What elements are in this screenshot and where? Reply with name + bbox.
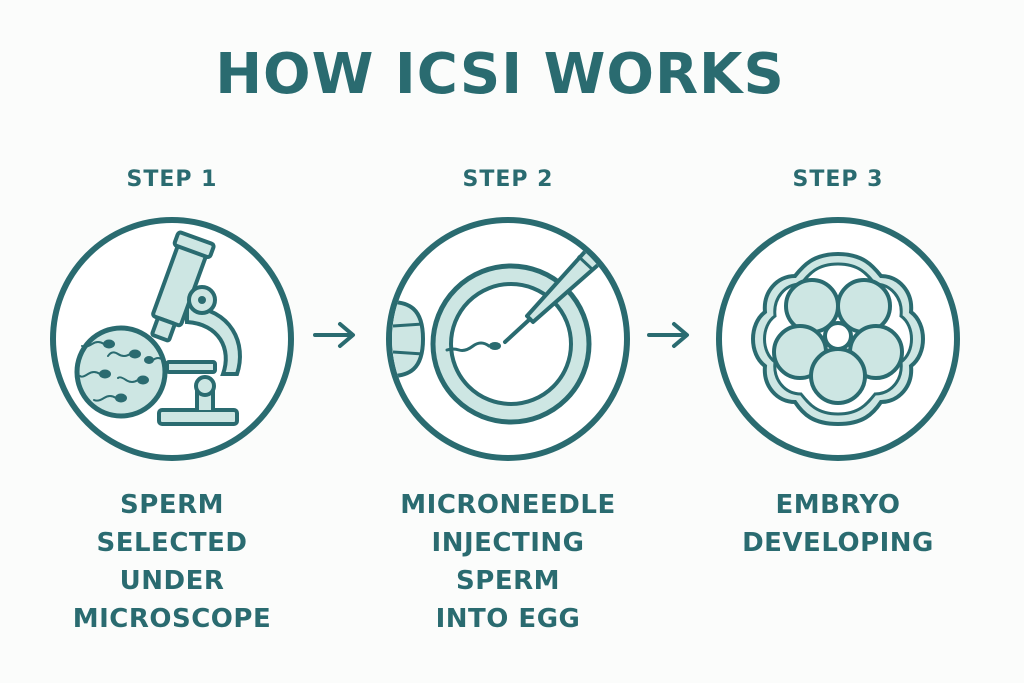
step-2: STEP 2 MICRONEEDLE xyxy=(378,160,638,638)
caption-line: MICRONEEDLE xyxy=(400,490,616,520)
step-1-caption: SPERM SELECTED UNDER MICROSCOPE xyxy=(42,486,302,638)
page-title: HOW ICSI WORKS xyxy=(215,42,785,107)
caption-line: INJECTING SPERM xyxy=(431,528,585,596)
embryo-icon xyxy=(716,217,960,461)
microneedle-egg-icon xyxy=(386,217,630,461)
step-1-label: STEP 1 xyxy=(126,167,218,192)
step-3-label: STEP 3 xyxy=(792,167,884,192)
caption-line: SPERM xyxy=(120,490,224,520)
step-3-caption: EMBRYO DEVELOPING xyxy=(708,486,968,562)
step-2-caption: MICRONEEDLE INJECTING SPERM INTO EGG xyxy=(378,486,638,638)
caption-line: MICROSCOPE xyxy=(72,604,272,634)
caption-line: DEVELOPING xyxy=(742,528,934,558)
arrow-right-icon xyxy=(313,322,355,348)
step-1: STEP 1 xyxy=(42,160,302,638)
arrow-right-icon xyxy=(647,322,689,348)
caption-line: INTO EGG xyxy=(435,604,581,634)
microscope-icon xyxy=(50,217,294,461)
caption-line: EMBRYO xyxy=(775,490,901,520)
caption-line: SELECTED UNDER xyxy=(96,528,248,596)
step-2-label: STEP 2 xyxy=(462,167,554,192)
step-3: STEP 3 EMBRYO DEVELOPING xyxy=(708,160,968,562)
